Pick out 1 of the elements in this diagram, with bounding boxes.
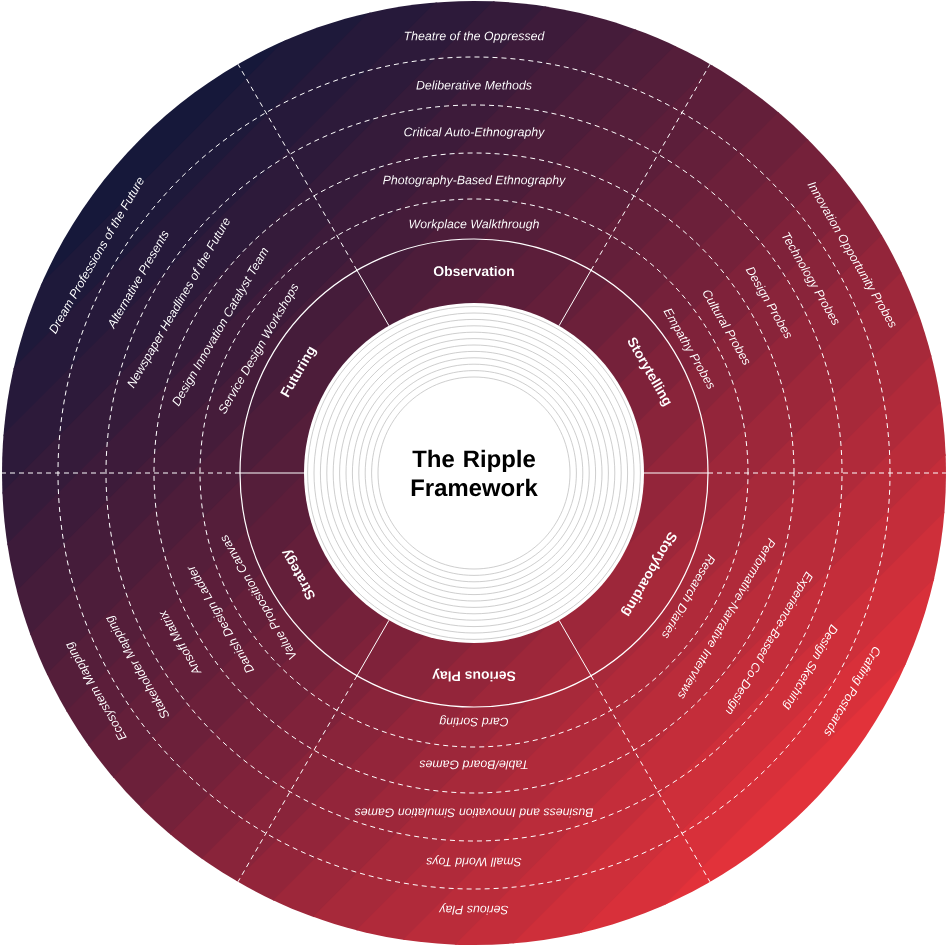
center-title: The Ripple Framework [411, 449, 538, 497]
